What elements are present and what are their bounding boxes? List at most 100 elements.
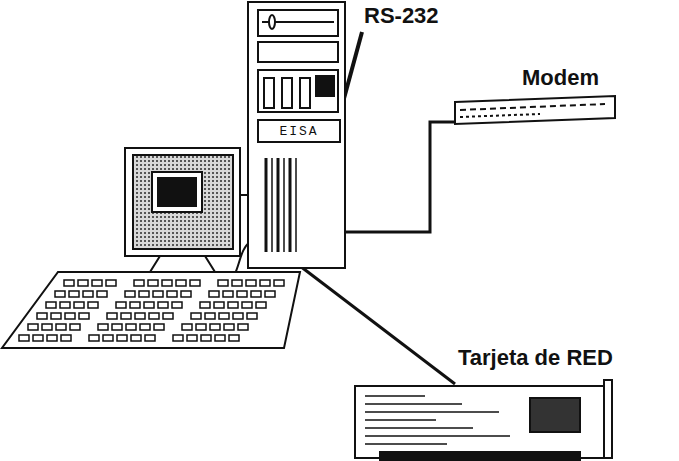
key [182, 324, 192, 330]
key [42, 324, 52, 330]
key [89, 335, 99, 341]
trace [365, 395, 425, 397]
key [187, 335, 197, 341]
key [201, 335, 211, 341]
key [144, 302, 154, 308]
key [117, 335, 127, 341]
key [210, 324, 220, 330]
trace [365, 427, 473, 429]
key [228, 302, 238, 308]
key [33, 335, 43, 341]
key [134, 280, 144, 286]
key [140, 324, 150, 330]
key [247, 313, 257, 319]
key [172, 302, 182, 308]
key [219, 313, 229, 319]
key [158, 302, 168, 308]
vent-line [289, 158, 292, 252]
key [148, 280, 158, 286]
key [251, 291, 261, 297]
key [209, 291, 219, 297]
key [224, 324, 234, 330]
network-cable [300, 266, 455, 384]
key [37, 313, 47, 319]
key [176, 280, 186, 286]
modem [455, 96, 615, 124]
key [56, 324, 66, 330]
key [92, 280, 102, 286]
key [154, 324, 164, 330]
key [79, 313, 89, 319]
trace [365, 403, 462, 405]
key [215, 335, 225, 341]
key [60, 302, 70, 308]
key [121, 313, 131, 319]
key [107, 313, 117, 319]
key [256, 302, 266, 308]
key [205, 313, 215, 319]
key [274, 280, 284, 286]
card-label: Tarjeta de RED [458, 346, 613, 370]
key [167, 291, 177, 297]
key [163, 313, 173, 319]
slot-label: EISA [279, 124, 318, 139]
monitor [125, 148, 240, 272]
keyboard [2, 272, 300, 348]
key [242, 302, 252, 308]
tower [248, 2, 345, 268]
key [70, 324, 80, 330]
key [153, 291, 163, 297]
key [181, 291, 191, 297]
port-label: RS-232 [364, 4, 439, 28]
key [229, 335, 239, 341]
vent-line [283, 158, 285, 252]
vent-line [295, 158, 297, 252]
key [74, 302, 84, 308]
key [65, 313, 75, 319]
key [139, 291, 149, 297]
modem-cable [345, 122, 455, 232]
key [260, 280, 270, 286]
key [218, 280, 228, 286]
key [61, 335, 71, 341]
key [106, 280, 116, 286]
key [19, 335, 29, 341]
vent-line [265, 158, 268, 252]
key [51, 313, 61, 319]
trace [365, 411, 499, 413]
network-card [355, 380, 612, 460]
key [103, 335, 113, 341]
key [116, 302, 126, 308]
key [238, 324, 248, 330]
key [97, 291, 107, 297]
key [47, 335, 57, 341]
key [28, 324, 38, 330]
key [223, 291, 233, 297]
key [190, 280, 200, 286]
key [69, 291, 79, 297]
key [232, 280, 242, 286]
key [83, 291, 93, 297]
key [265, 291, 275, 297]
key [88, 302, 98, 308]
key [233, 313, 243, 319]
trace [365, 435, 510, 437]
trace [365, 443, 447, 445]
key [112, 324, 122, 330]
key [55, 291, 65, 297]
key [131, 335, 141, 341]
key [237, 291, 247, 297]
key [126, 324, 136, 330]
key [78, 280, 88, 286]
device-label: Modem [522, 66, 599, 90]
vent-line [271, 158, 273, 252]
key [173, 335, 183, 341]
vent-line [277, 158, 280, 252]
key [191, 313, 201, 319]
key [135, 313, 145, 319]
key [98, 324, 108, 330]
key [64, 280, 74, 286]
key [149, 313, 159, 319]
key [130, 302, 140, 308]
